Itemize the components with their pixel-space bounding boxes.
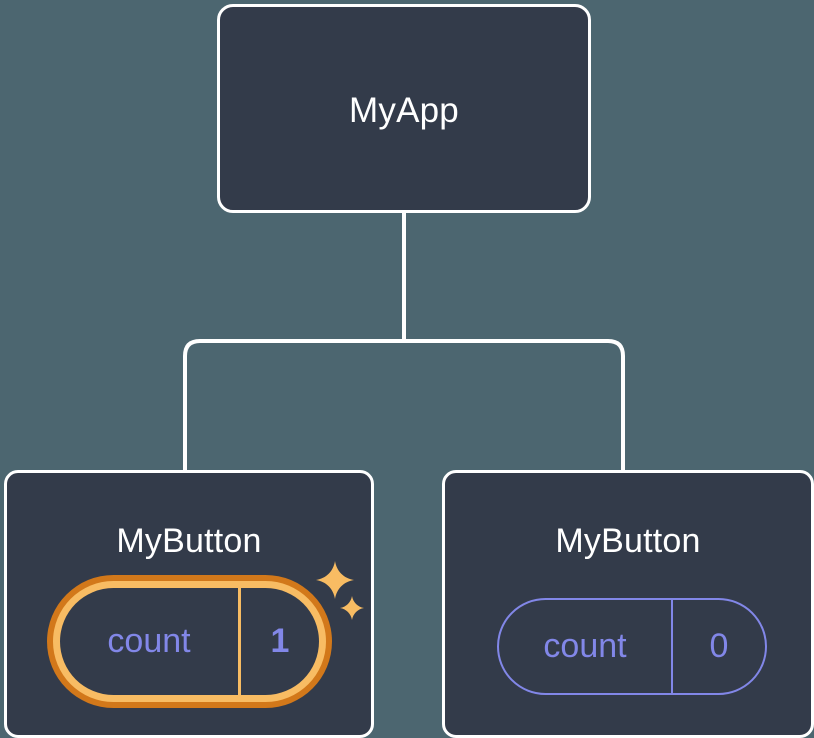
node-mybutton-right[interactable]: MyButton count 0 [442, 470, 814, 738]
state-pill-left-highlighted[interactable]: count 1 [47, 575, 332, 708]
state-value-right: 0 [709, 627, 729, 665]
node-myapp[interactable]: MyApp [217, 4, 591, 213]
state-pill-right[interactable]: count 0 [497, 598, 767, 695]
state-key-right: count [543, 627, 627, 665]
state-pill-left-ring: count 1 [53, 581, 326, 702]
node-myapp-title: MyApp [349, 91, 459, 130]
node-mybutton-right-title: MyButton [555, 522, 701, 560]
connector-branch-bus [183, 339, 625, 470]
state-pill-left-divider [238, 588, 241, 695]
node-mybutton-left[interactable]: MyButton count 1 [4, 470, 374, 738]
state-pill-left-wrapper: count 1 [47, 575, 332, 708]
node-mybutton-left-title: MyButton [116, 522, 262, 560]
state-key-left: count [107, 622, 191, 660]
sparkle-large-icon [316, 561, 354, 599]
state-value-left: 1 [270, 622, 290, 660]
sparkle-small-icon [340, 596, 364, 620]
state-pill-right-divider [671, 600, 673, 693]
state-pill-left-core: count 1 [60, 588, 319, 695]
state-pill-right-wrapper: count 0 [497, 598, 767, 695]
